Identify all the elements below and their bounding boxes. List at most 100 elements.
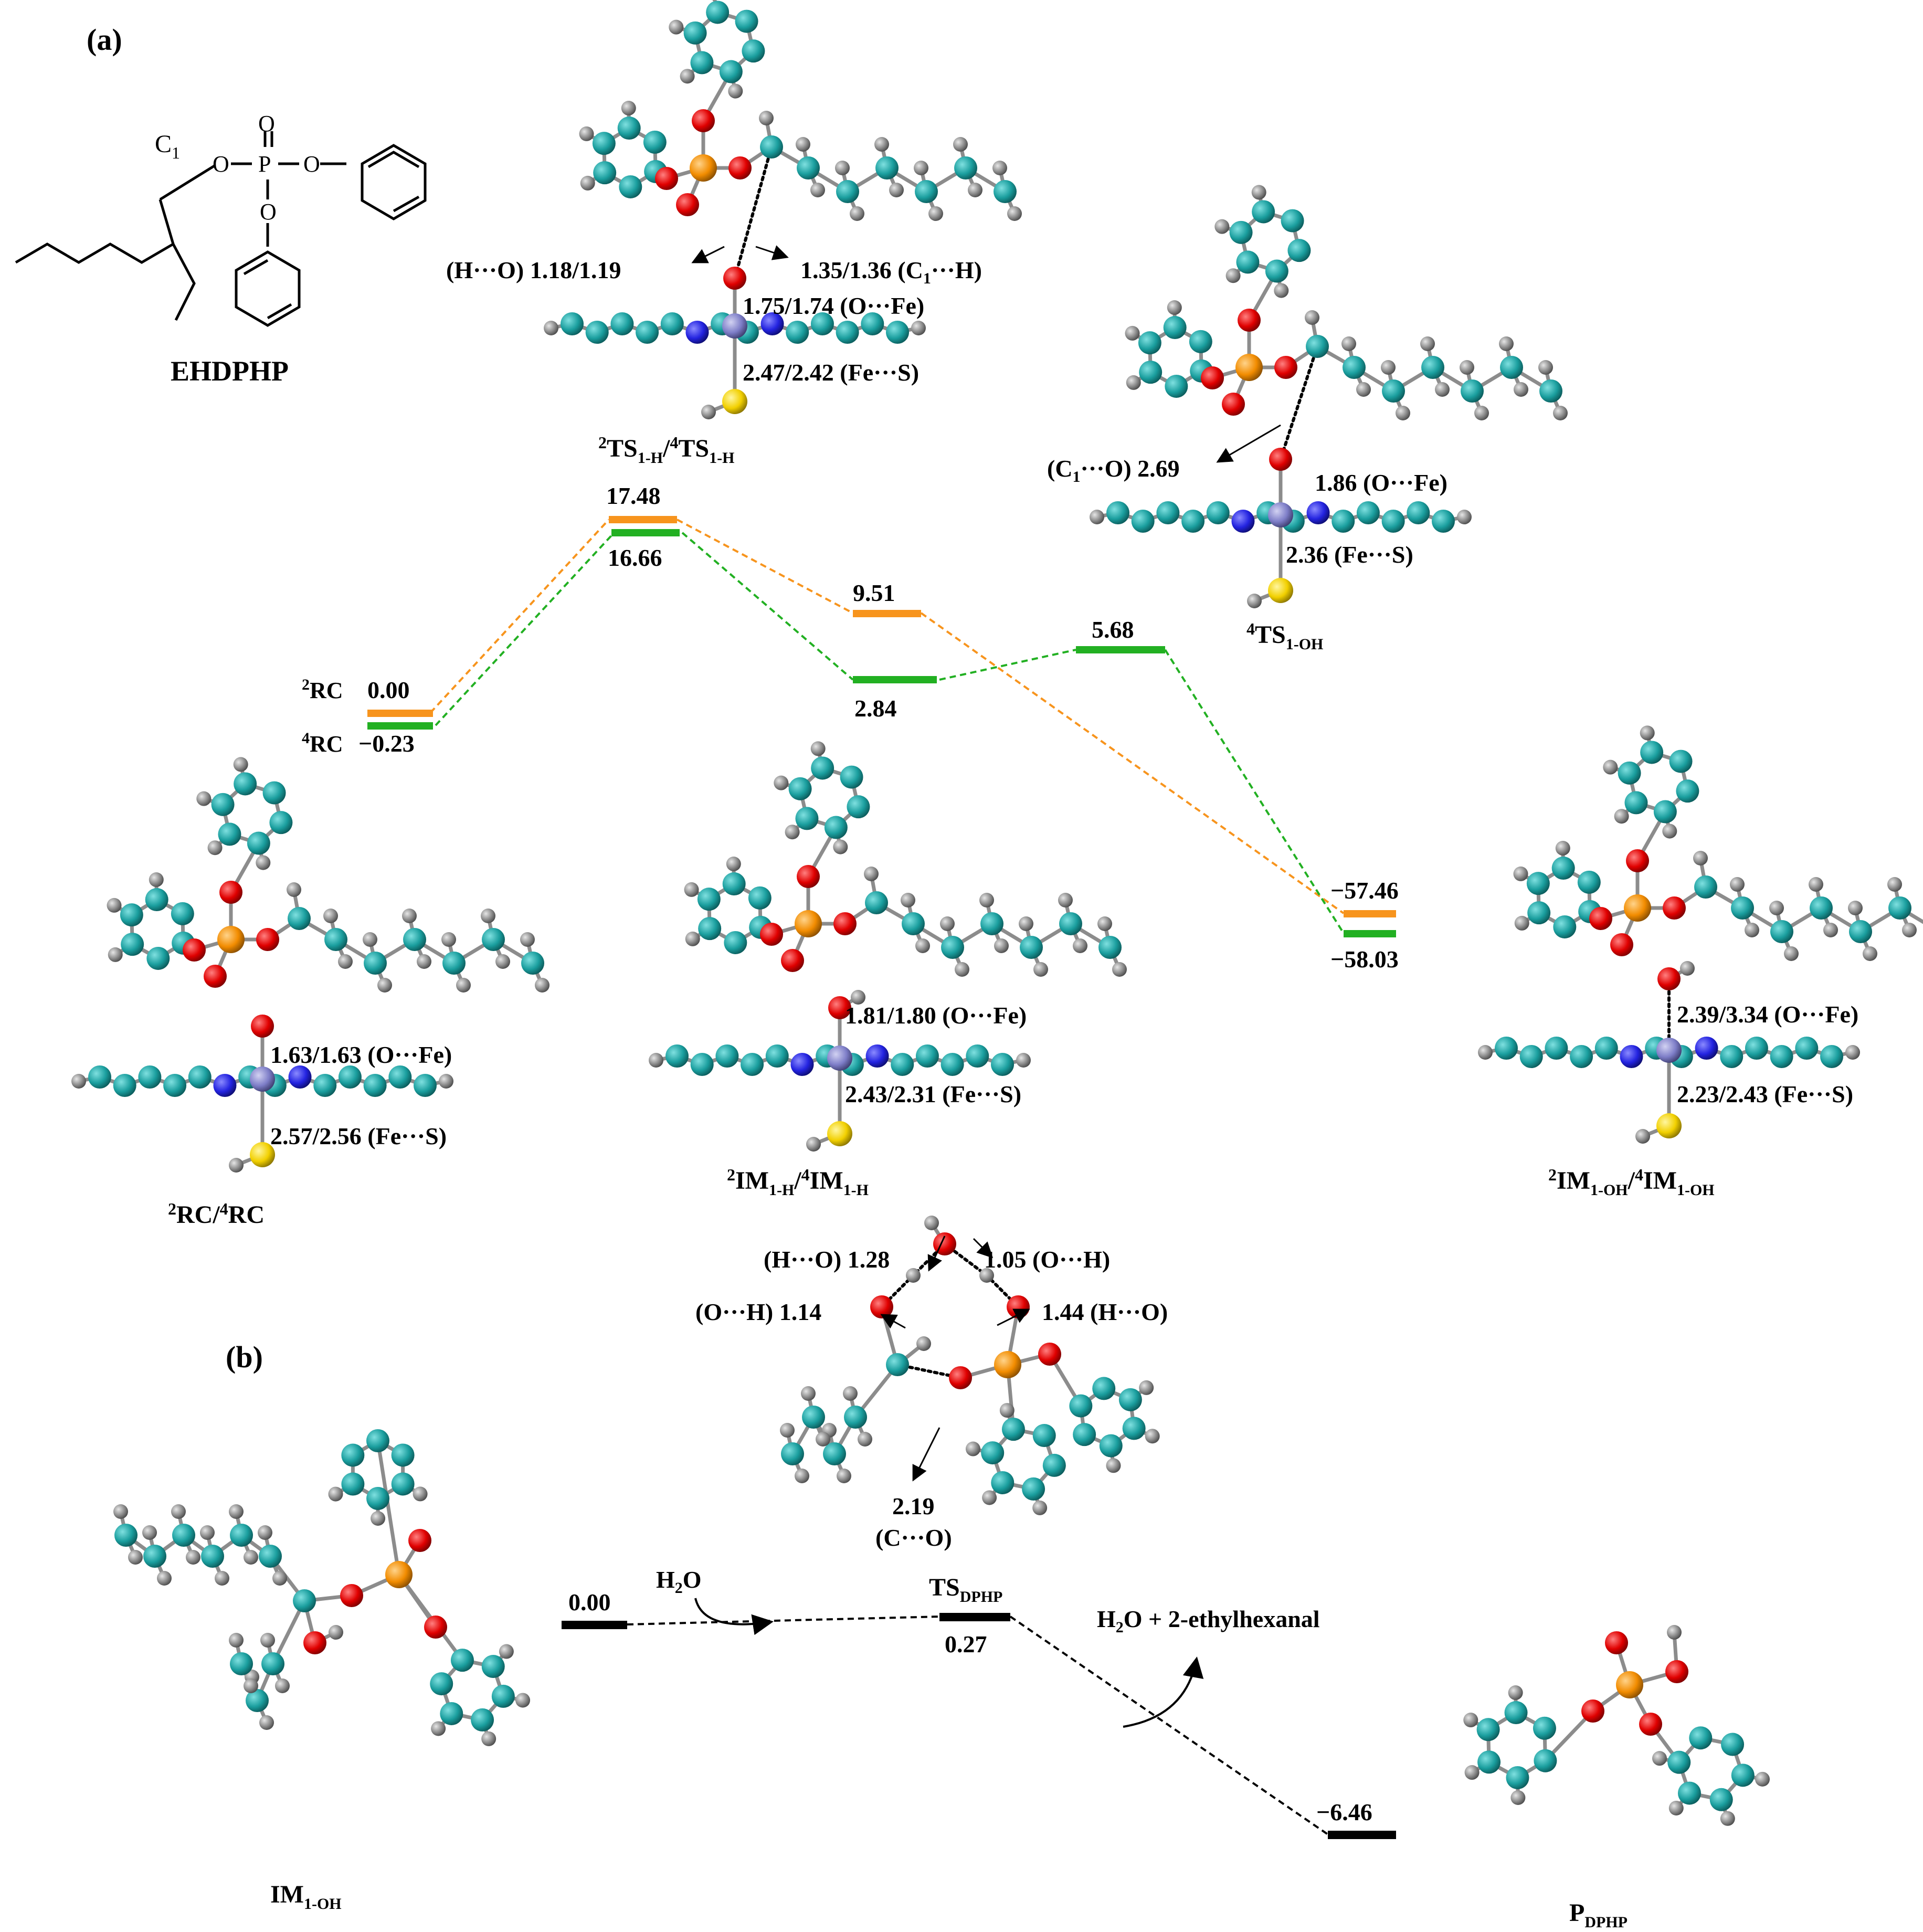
products-out-label: H2O + 2-ethylhexanal: [1097, 1606, 1320, 1636]
atom-h: [1603, 759, 1618, 775]
atom-h: [1225, 268, 1241, 283]
atom-h: [186, 1550, 200, 1565]
atom-h: [915, 938, 930, 953]
im1oh-fe-s: 2.23/2.43 (Fe···S): [1677, 1081, 1853, 1107]
atom-c: [442, 952, 466, 975]
atom-n: [760, 312, 784, 335]
p-dphp-caption: PDPHP: [1569, 1899, 1628, 1931]
atom-c: [697, 888, 721, 911]
atom-h: [1662, 824, 1677, 839]
atom-h: [916, 1336, 931, 1351]
label-2rc: 2RC: [302, 676, 343, 703]
atom-c: [861, 312, 884, 335]
atom-h: [272, 1571, 287, 1586]
atom-h: [1474, 406, 1489, 420]
atom-c: [788, 777, 812, 800]
atom-h: [244, 1678, 258, 1693]
ehdphp-structure: [15, 131, 427, 327]
atom-c: [1770, 1045, 1793, 1068]
atom-h: [795, 1469, 809, 1483]
ts1oh-caption: 4TS1-OH: [1246, 619, 1323, 653]
atom-h: [1106, 1458, 1121, 1473]
atom-c: [795, 807, 819, 830]
atom-c: [1795, 1037, 1819, 1060]
value-2rc: 0.00: [367, 677, 410, 703]
atom-c: [722, 872, 746, 896]
atom-h: [256, 855, 271, 870]
atom-c: [1506, 1766, 1529, 1789]
atom-h: [1126, 375, 1141, 390]
im1h-o-fe: 1.81/1.80 (O···Fe): [845, 1002, 1027, 1029]
ts1oh-c1-o: (C1···O) 2.69: [1047, 455, 1180, 485]
atom-c: [1476, 1718, 1500, 1741]
atom-h: [850, 206, 864, 221]
atom-h: [456, 978, 471, 993]
atom-h: [229, 1633, 244, 1648]
atom-c: [643, 130, 667, 154]
atom-h: [207, 840, 223, 856]
atom-h: [431, 1721, 446, 1736]
atom-h: [858, 1432, 872, 1447]
atom-c: [1624, 791, 1648, 815]
atom-h: [982, 1490, 997, 1505]
atom-h: [851, 990, 865, 1005]
atom-c: [1131, 510, 1155, 533]
atom-h: [1420, 336, 1435, 351]
atom-c: [1306, 335, 1329, 358]
atom-c: [88, 1065, 111, 1089]
atom-h: [684, 882, 699, 897]
atom-h: [901, 893, 915, 907]
level-4im-1h: [853, 676, 937, 683]
atom-c: [230, 1652, 253, 1675]
atom-h: [1769, 901, 1784, 915]
level-ts-dphp: [939, 1613, 1010, 1621]
atom-p: [217, 926, 245, 953]
atom-c: [1343, 356, 1366, 379]
atom-c: [1106, 501, 1129, 524]
atom-o: [219, 881, 242, 904]
atom-h: [1464, 1765, 1480, 1780]
atom-h: [1139, 1380, 1154, 1395]
atom-c: [143, 1545, 166, 1568]
value-4ts-1h: 16.66: [608, 544, 662, 571]
value-p-dphp: −6.46: [1316, 1799, 1372, 1825]
atom-c: [1677, 1781, 1701, 1805]
energy-profile-b: 0.00 0.27 −6.46 H2O H2O + 2-ethylhexanal…: [270, 1236, 1628, 1931]
atom-c: [521, 952, 544, 975]
h2o-in-arrow: [694, 1598, 774, 1635]
atom-h: [1090, 510, 1104, 524]
rc-annotations: 1.63/1.63 (O···Fe) 2.57/2.56 (Fe···S) 2R…: [168, 1041, 452, 1229]
atom-c: [366, 1487, 390, 1510]
value-2ts-1h: 17.48: [606, 482, 661, 509]
atom-c: [1165, 374, 1188, 398]
atom-c: [994, 180, 1017, 203]
atom-c: [1534, 1749, 1557, 1772]
atom-c: [991, 1053, 1014, 1076]
atom-o: [781, 949, 804, 972]
atom-h: [999, 1403, 1015, 1418]
atom-o: [728, 156, 752, 180]
im-oh-caption: IM1-OH: [270, 1881, 342, 1913]
atom-fe: [827, 1046, 852, 1071]
atom-n: [213, 1074, 237, 1097]
atom-c: [683, 21, 707, 45]
level-4ts-1oh: [1076, 646, 1165, 653]
atom-c: [1849, 920, 1872, 943]
level-p-dphp: [1328, 1831, 1396, 1839]
atom-c: [610, 312, 634, 335]
atom-c: [748, 886, 772, 910]
atom-c: [366, 1429, 389, 1452]
atom-h: [953, 137, 968, 152]
atom-c: [313, 1074, 337, 1097]
atom-o: [1269, 448, 1292, 471]
atom-h: [1809, 877, 1823, 892]
atom-h: [275, 1678, 290, 1693]
atom-h: [914, 161, 928, 175]
atom-c: [1099, 1434, 1123, 1458]
atom-o: [1201, 366, 1224, 389]
atom-h: [994, 938, 1009, 953]
atom-c: [1281, 209, 1304, 233]
atom-o: [1589, 907, 1612, 930]
atom-h: [1513, 866, 1528, 881]
atom-c: [113, 1074, 136, 1097]
